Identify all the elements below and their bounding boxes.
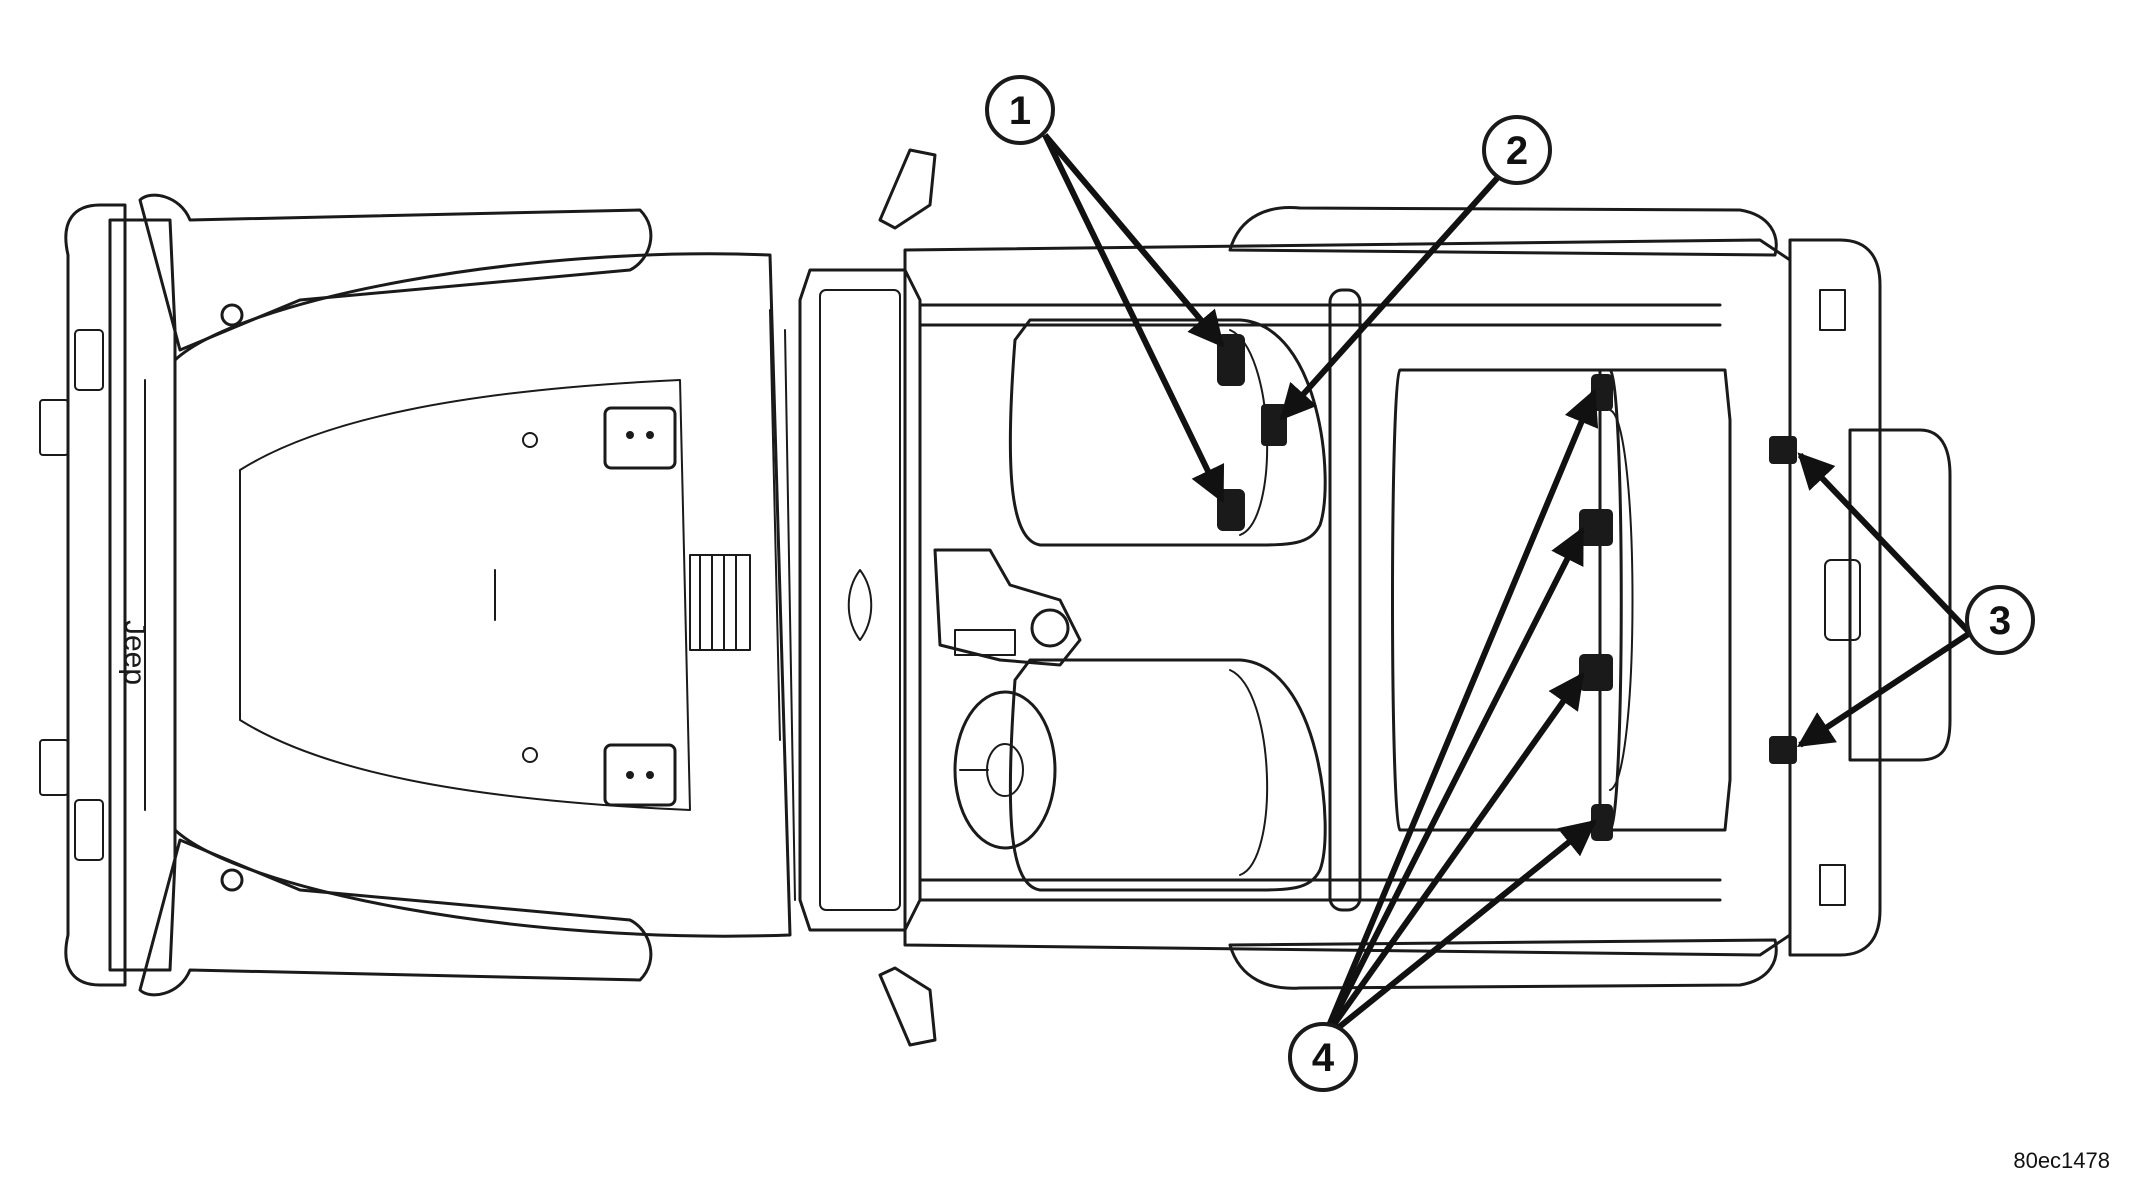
center-console: [933, 548, 1082, 667]
figure-id: 80ec1478: [2013, 1148, 2110, 1173]
anchor-points: [1217, 334, 1797, 841]
rear-right-fender: [1228, 938, 1778, 990]
driver-seat: [1008, 658, 1327, 892]
hood: [173, 252, 792, 938]
callout-2: 2: [1482, 115, 1552, 185]
front-passenger-seat: [1008, 318, 1327, 547]
callout-4: 4: [1288, 1022, 1358, 1092]
callout-4-label: 4: [1312, 1036, 1335, 1080]
callout-1-label: 1: [1009, 89, 1031, 133]
rear-left-fender: [1228, 206, 1778, 257]
callout-1: 1: [985, 75, 1055, 145]
spare-tire: [1848, 428, 1952, 762]
front-anchor-lower: [1217, 489, 1245, 531]
grille-badge: Jeep: [118, 620, 151, 685]
tailgate-anchor-lower: [1769, 736, 1797, 764]
callout-3: 3: [1965, 585, 2035, 655]
console-anchor: [1261, 404, 1287, 446]
rear-seat-anchor-2: [1579, 509, 1613, 546]
front-bumper: [64, 203, 127, 987]
windshield-frame: [798, 268, 922, 932]
rear-bumper: [1788, 238, 1882, 957]
front-anchor-upper: [1217, 334, 1245, 386]
vehicle-body: Jeep: [39, 148, 1952, 1047]
right-mirror: [878, 966, 937, 1047]
tailgate-anchor-upper: [1769, 436, 1797, 464]
steering-wheel: [953, 690, 1057, 850]
front-right-fender: [138, 838, 653, 997]
left-mirror: [878, 148, 937, 230]
callout-3-label: 3: [1989, 599, 2011, 643]
front-left-fender: [138, 193, 653, 352]
front-grille: [108, 218, 177, 972]
callout-2-label: 2: [1506, 129, 1528, 173]
hood-vent: [689, 554, 751, 651]
leader-lines: [1042, 133, 1973, 1043]
rear-seat-anchor-4: [1591, 804, 1613, 841]
rear-seat-anchor-3: [1579, 654, 1613, 691]
